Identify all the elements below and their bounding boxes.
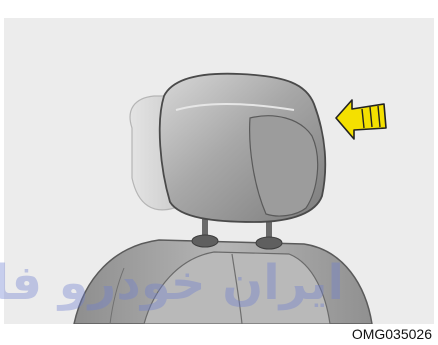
headrest	[158, 72, 327, 223]
seat-back	[73, 239, 373, 324]
arrow-left-icon	[335, 99, 387, 140]
watermark-text: ایران خودرو فارس	[0, 255, 344, 311]
headrest-illustration	[73, 72, 387, 324]
figure-code: OMG035026	[349, 326, 434, 343]
